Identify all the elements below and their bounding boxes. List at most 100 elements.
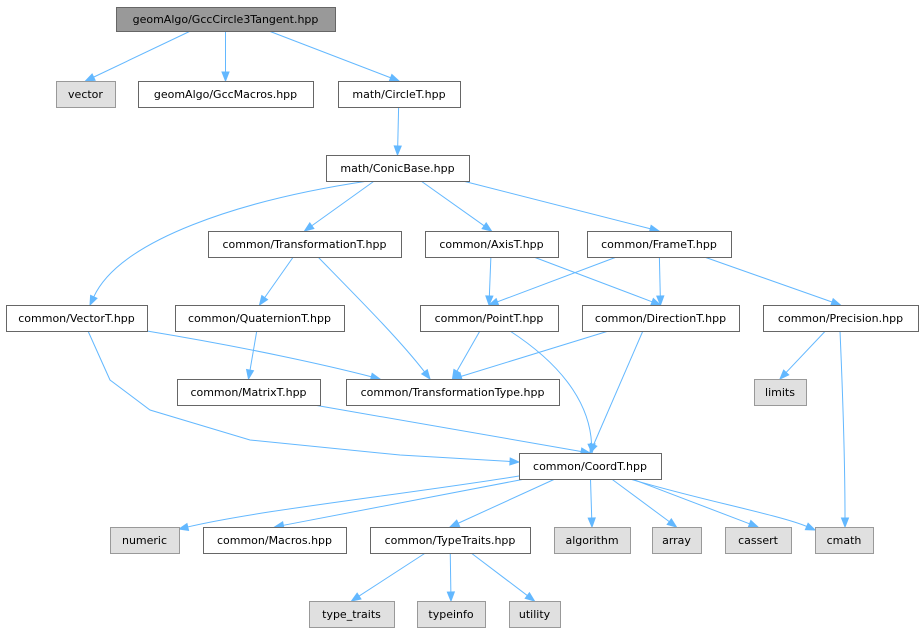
edges-layer xyxy=(84,30,850,603)
node-transformationtype[interactable]: common/TransformationType.hpp xyxy=(346,379,560,406)
node-array: array xyxy=(652,527,702,554)
edge-conicbase-to-transformationt xyxy=(303,180,375,232)
arrowhead xyxy=(524,591,536,602)
node-cassert: cassert xyxy=(725,527,792,554)
node-box xyxy=(116,7,336,32)
arrowhead xyxy=(84,73,96,82)
node-transformationt[interactable]: common/TransformationT.hpp xyxy=(208,231,402,258)
node-label: common/TransformationT.hpp xyxy=(223,238,387,251)
node-label: typeinfo xyxy=(428,608,473,621)
arrowhead xyxy=(840,517,850,529)
edge-root-to-circlet xyxy=(268,30,401,82)
node-box xyxy=(138,81,314,108)
node-coordt[interactable]: common/CoordT.hpp xyxy=(519,453,662,480)
node-precision[interactable]: common/Precision.hpp xyxy=(763,305,919,332)
edge-coordt-to-cassert xyxy=(631,478,760,528)
node-limits: limits xyxy=(754,379,807,406)
edge-vectort-to-coordt xyxy=(87,330,521,466)
edge-quaterniont-to-matrixt xyxy=(245,330,258,381)
node-label: common/VectorT.hpp xyxy=(18,312,135,325)
edge-coordt-to-macros xyxy=(273,478,526,530)
node-type_traits: type_traits xyxy=(309,601,395,628)
edge-conicbase-to-axist xyxy=(420,180,493,232)
edge-coordt-to-cmath xyxy=(629,478,817,531)
edge-coordt-to-array xyxy=(611,478,678,528)
node-box xyxy=(326,155,470,182)
node-box xyxy=(338,81,461,108)
node-label: common/AxisT.hpp xyxy=(439,238,543,251)
node-gccmacros[interactable]: geomAlgo/GccMacros.hpp xyxy=(138,81,314,108)
arrowhead xyxy=(303,222,315,232)
node-conicbase[interactable]: math/ConicBase.hpp xyxy=(326,155,470,182)
node-label: common/QuaternionT.hpp xyxy=(188,312,331,325)
edge-root-to-vector xyxy=(84,30,191,82)
arrowhead xyxy=(656,295,665,307)
edge-coordt-to-typetraits xyxy=(448,478,556,528)
node-box xyxy=(652,527,702,554)
node-label: common/PointT.hpp xyxy=(435,312,544,325)
arrowhead xyxy=(448,519,461,528)
node-label: geomAlgo/GccMacros.hpp xyxy=(154,88,297,101)
arrowhead xyxy=(830,297,842,306)
edge-vectort-to-transformationtype xyxy=(146,330,382,381)
node-vectort[interactable]: common/VectorT.hpp xyxy=(6,305,148,332)
node-label: common/CoordT.hpp xyxy=(533,460,647,473)
edge-directiont-to-coordt xyxy=(589,330,644,455)
arrowhead xyxy=(420,368,431,381)
node-box xyxy=(203,527,347,554)
node-label: numeric xyxy=(122,534,167,547)
arrowhead xyxy=(509,457,521,466)
node-label: math/CircleT.hpp xyxy=(352,88,445,101)
node-box xyxy=(425,231,559,258)
edge-root-to-gccmacros xyxy=(221,31,230,83)
node-pointt[interactable]: common/PointT.hpp xyxy=(420,305,559,332)
arrowhead xyxy=(747,519,760,528)
edge-typetraits-to-type_traits xyxy=(350,552,426,602)
node-box xyxy=(420,305,559,332)
node-directiont[interactable]: common/DirectionT.hpp xyxy=(582,305,740,332)
arrowhead xyxy=(587,517,596,529)
edge-coordt-to-numeric xyxy=(177,475,520,531)
node-quaterniont[interactable]: common/QuaternionT.hpp xyxy=(175,305,345,332)
node-box xyxy=(587,231,732,258)
node-box xyxy=(582,305,740,332)
node-framet[interactable]: common/FrameT.hpp xyxy=(587,231,732,258)
arrowhead xyxy=(446,591,456,603)
arrowhead xyxy=(666,517,678,528)
node-matrixt[interactable]: common/MatrixT.hpp xyxy=(177,379,321,406)
node-label: common/TransformationType.hpp xyxy=(361,386,545,399)
node-axist[interactable]: common/AxisT.hpp xyxy=(425,231,559,258)
node-label: algorithm xyxy=(565,534,618,547)
node-label: cassert xyxy=(738,534,779,547)
edge-precision-to-limits xyxy=(779,330,826,381)
edge-typetraits-to-typeinfo xyxy=(446,552,456,603)
node-cmath: cmath xyxy=(815,527,874,554)
arrowhead xyxy=(245,368,255,381)
node-box xyxy=(309,601,395,628)
arrowhead xyxy=(89,294,98,307)
edge-framet-to-precision xyxy=(704,256,842,306)
edge-matrixt-to-coordt xyxy=(313,404,592,456)
edge-conicbase-to-vectort xyxy=(89,180,369,307)
arrowhead xyxy=(258,294,269,307)
edge-framet-to-directiont xyxy=(656,256,665,307)
node-label: vector xyxy=(68,88,103,101)
node-algorithm: algorithm xyxy=(554,527,631,554)
node-box xyxy=(175,305,345,332)
node-macros[interactable]: common/Macros.hpp xyxy=(203,527,347,554)
edge-circlet-to-conicbase xyxy=(393,106,402,157)
node-box xyxy=(6,305,148,332)
edge-precision-to-cmath xyxy=(839,330,850,529)
node-typetraits[interactable]: common/TypeTraits.hpp xyxy=(370,527,531,554)
node-box xyxy=(208,231,402,258)
node-circlet[interactable]: math/CircleT.hpp xyxy=(338,81,461,108)
arrowhead xyxy=(393,145,402,157)
arrowhead xyxy=(589,442,598,455)
node-typeinfo: typeinfo xyxy=(417,601,486,628)
node-vector: vector xyxy=(56,81,116,108)
node-box xyxy=(815,527,874,554)
node-box xyxy=(725,527,792,554)
node-label: common/Precision.hpp xyxy=(778,312,903,325)
